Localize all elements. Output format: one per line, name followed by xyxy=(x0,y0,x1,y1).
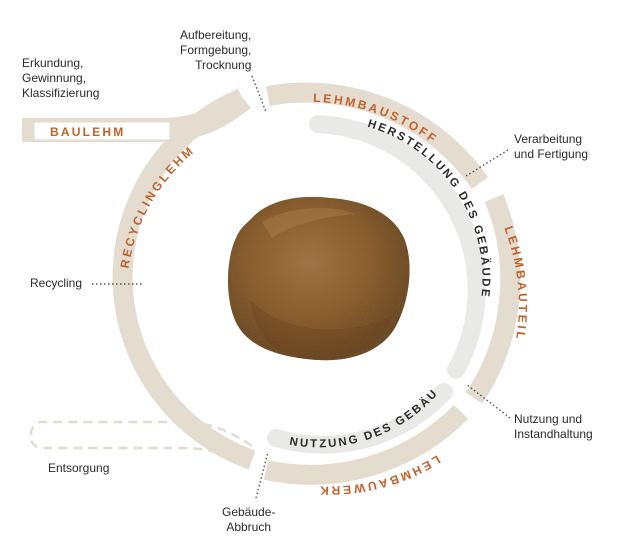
annotation-verarbeitung: Verarbeitung und Fertigung xyxy=(514,132,589,161)
leader-nutzung xyxy=(465,383,511,419)
inner-arc-herstellung xyxy=(309,115,486,379)
annotation-entsorgung: Entsorgung xyxy=(48,461,110,475)
annotation-aufbereitung: Aufbereitung, Formgebung, Trocknung xyxy=(180,28,252,72)
annotation-nutzung-instandhaltung: Nutzung und Instandhaltung xyxy=(514,412,593,441)
ring-segment-lehmbaustoff xyxy=(266,82,489,189)
inner-arc-nutzung xyxy=(267,383,453,454)
ring-segment-lehmbauwerk xyxy=(263,404,469,485)
annotation-abbruch: Gebäude- Abbruch xyxy=(222,505,276,534)
leader-lines xyxy=(92,75,511,499)
leader-verarbeitung xyxy=(465,149,509,177)
annotation-erkundung: Erkundung, Gewinnung, Klassifizierung xyxy=(22,56,100,100)
soil-pile xyxy=(228,196,410,361)
ring-segment-lehmbauteil xyxy=(465,194,521,404)
leader-aufbereitung xyxy=(251,75,267,113)
baulehm-label: BAULEHM xyxy=(50,125,125,139)
soil-pile-image xyxy=(228,196,410,361)
annotation-recycling: Recycling xyxy=(30,276,83,290)
baulehm-box xyxy=(33,121,171,141)
inner-ring xyxy=(267,115,486,454)
